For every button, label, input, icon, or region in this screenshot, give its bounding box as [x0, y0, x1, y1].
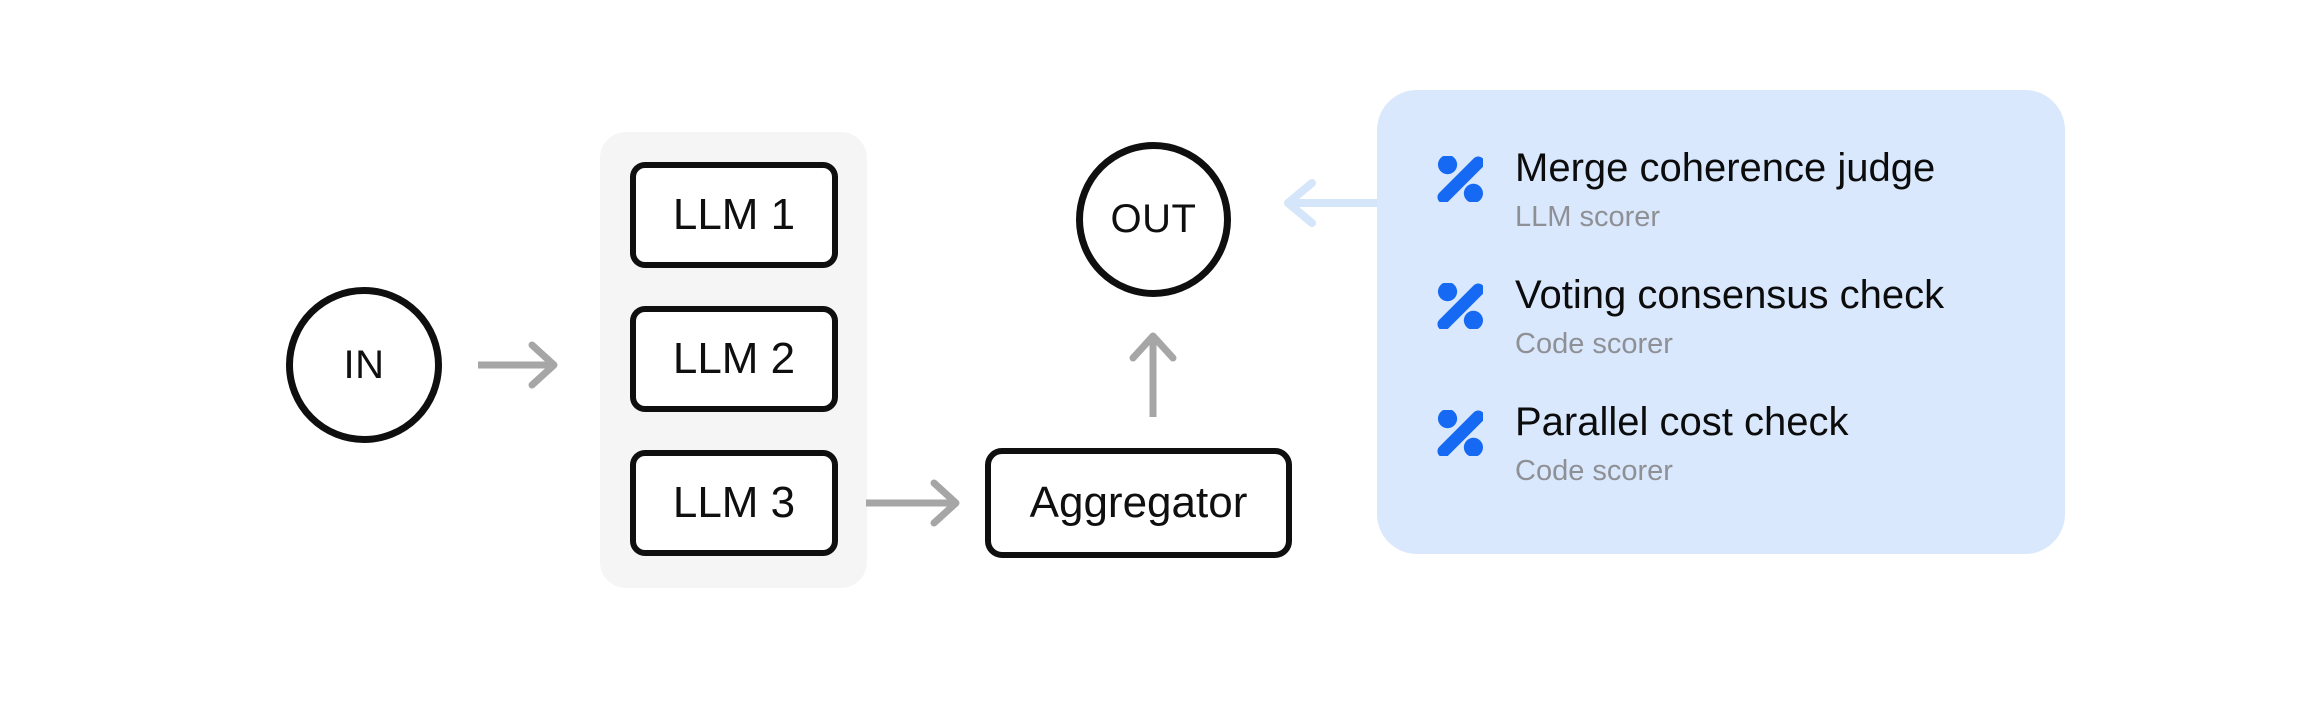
scorer-title: Parallel cost check [1515, 400, 1849, 444]
llm-3-node: LLM 3 [630, 450, 838, 556]
arrow-scorers-to-out-icon [1284, 179, 1380, 227]
aggregator-label: Aggregator [1029, 478, 1248, 527]
arrow-in-to-llms-icon [478, 341, 558, 389]
llm-3-label: LLM 3 [672, 478, 796, 527]
aggregator-node: Aggregator [985, 448, 1292, 558]
percent-scorer-icon [1437, 156, 1483, 202]
percent-scorer-icon [1437, 410, 1483, 456]
input-node: IN [286, 287, 442, 443]
llm-1-node: LLM 1 [630, 162, 838, 268]
scorer-item-merge-coherence-judge: Merge coherence judge LLM scorer [1437, 144, 1935, 234]
llm-2-node: LLM 2 [630, 306, 838, 412]
scorer-title: Voting consensus check [1515, 273, 1945, 317]
scorer-subtitle: Code scorer [1515, 328, 1673, 360]
scorer-title: Merge coherence judge [1515, 146, 1936, 190]
output-node: OUT [1076, 142, 1231, 297]
scorer-item-parallel-cost-check: Parallel cost check Code scorer [1437, 398, 1848, 488]
percent-scorer-icon [1437, 283, 1483, 329]
llm-1-label: LLM 1 [672, 190, 796, 239]
scorer-text: Parallel cost check Code scorer [1515, 398, 1848, 488]
scorers-panel: Merge coherence judge LLM scorer Voting … [1377, 90, 2065, 554]
scorer-text: Merge coherence judge LLM scorer [1515, 144, 1935, 234]
llm-2-label: LLM 2 [672, 334, 796, 383]
arrow-llms-to-aggregator-icon [866, 479, 960, 527]
llm-parallel-group: LLM 1 LLM 2 LLM 3 [600, 132, 867, 588]
scorer-subtitle: LLM scorer [1515, 201, 1661, 233]
arrow-aggregator-to-out-icon [1129, 332, 1177, 417]
scorer-text: Voting consensus check Code scorer [1515, 271, 1944, 361]
scorer-subtitle: Code scorer [1515, 455, 1673, 487]
output-node-label: OUT [1110, 197, 1197, 241]
scorer-item-voting-consensus-check: Voting consensus check Code scorer [1437, 271, 1944, 361]
input-node-label: IN [343, 342, 385, 387]
